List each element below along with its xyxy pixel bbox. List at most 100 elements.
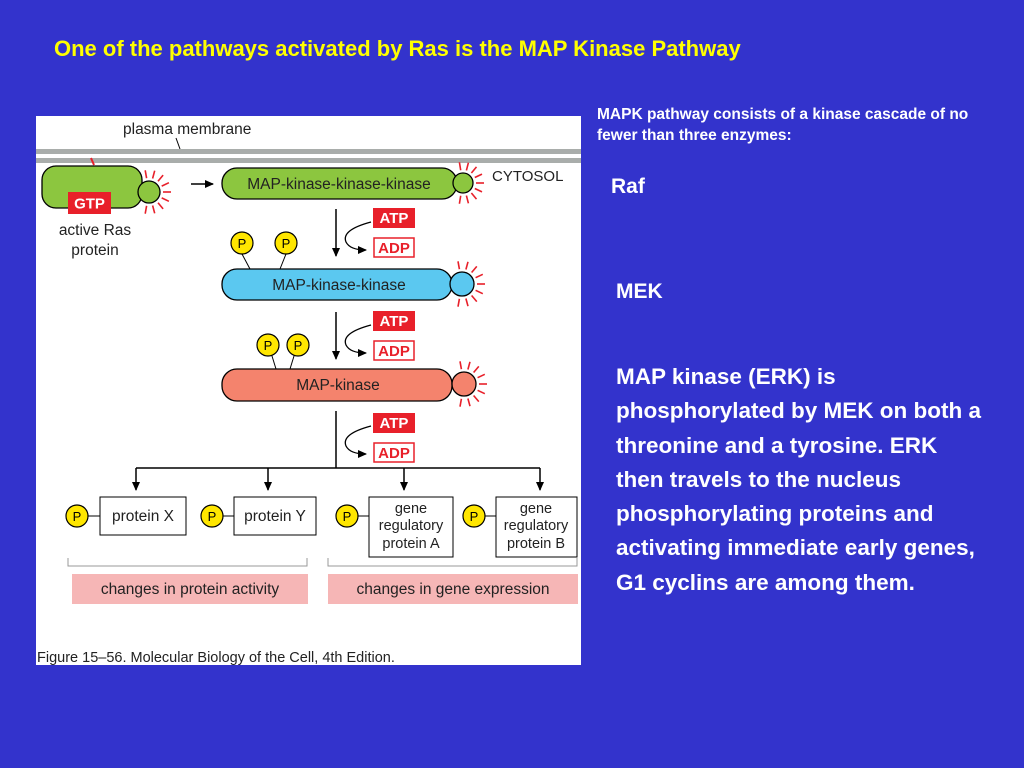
starburst-ray	[144, 205, 148, 214]
changes-expression-band	[328, 574, 578, 604]
gene-b-line1: gene	[520, 501, 552, 517]
atp-adp-arrow-3	[344, 425, 372, 458]
ras-protein	[41, 165, 161, 209]
starburst-ray	[465, 195, 470, 204]
starburst-ray	[465, 261, 469, 270]
phosphate-label: P	[264, 338, 273, 353]
atp-label-3: ATP	[380, 415, 409, 432]
membrane-layer-bottom	[36, 158, 581, 163]
phosphate-circle	[256, 333, 280, 357]
phosphate-label: P	[238, 236, 247, 251]
mapk-pathway-figure: plasma membrane GTP active Ras protein M…	[36, 116, 581, 665]
starburst-ray	[157, 202, 164, 210]
membrane-pointer	[175, 137, 181, 150]
mapkk-protein	[221, 268, 475, 301]
phosphate-link	[241, 253, 251, 270]
gene-b-line2: regulatory	[504, 518, 569, 534]
gene-a-line3: protein A	[382, 536, 440, 552]
phosphate-label: P	[282, 236, 291, 251]
gene-regulatory-b-box	[495, 496, 578, 558]
starburst-ray	[151, 170, 156, 179]
starburst-ray	[470, 166, 478, 174]
starburst-ray	[474, 173, 483, 179]
mapk-protein	[221, 368, 477, 402]
membrane-layer-top	[36, 149, 581, 154]
phosphate-label: P	[470, 509, 479, 524]
starburst-ray	[458, 195, 462, 204]
erk-description: MAP kinase (ERK) is phosphorylated by ME…	[616, 364, 981, 595]
mapk-pathway-diagram: plasma membrane GTP active Ras protein M…	[36, 121, 581, 665]
starburst-ray	[467, 398, 471, 407]
changes-activity-band	[72, 574, 308, 604]
atp-label-2: ATP	[380, 313, 409, 330]
mapk-starburst	[459, 361, 487, 407]
starburst-ray	[161, 197, 170, 203]
protein-y-box	[233, 496, 317, 536]
atp-box-3	[373, 413, 415, 433]
adp-box-1	[373, 237, 415, 258]
protein-activity-bracket	[67, 558, 308, 567]
starburst-ray	[470, 294, 478, 303]
ras-label-line1: active Ras	[59, 222, 132, 239]
changes-activity-label: changes in protein activity	[101, 581, 280, 598]
gene-a-line2: regulatory	[379, 518, 444, 534]
gene-expression-bracket	[327, 558, 578, 567]
atp-box-1	[373, 208, 415, 228]
starburst-ray	[457, 261, 461, 270]
phosphate-link	[271, 355, 277, 370]
starburst-ray	[465, 298, 469, 307]
membrane-label: plasma membrane	[123, 121, 251, 138]
phosphate-link	[289, 355, 295, 370]
mapkk-label: MAP-kinase-kinase	[272, 277, 406, 294]
starburst-ray	[475, 289, 484, 295]
starburst-ray	[459, 361, 463, 370]
starburst-ray	[144, 170, 148, 179]
atp-box-2	[373, 311, 415, 331]
starburst-ray	[465, 162, 470, 171]
atp-adp-arrow-1	[344, 221, 372, 254]
adp-label-2: ADP	[378, 343, 410, 360]
cytosol-label: CYTOSOL	[492, 168, 563, 185]
ras-label-line2: protein	[71, 242, 118, 259]
adp-label-1: ADP	[378, 240, 410, 257]
phosphate-label: P	[294, 338, 303, 353]
protein-y-label: protein Y	[244, 508, 306, 525]
starburst-ray	[157, 174, 164, 182]
phosphate-link	[279, 253, 287, 270]
mapkk-starburst	[457, 261, 485, 307]
raf-label: Raf	[611, 175, 645, 198]
mapkkk-protein	[221, 167, 474, 200]
starburst-ray	[161, 181, 170, 187]
phosphate-label: P	[208, 509, 217, 524]
slide-title: One of the pathways activated by Ras is …	[54, 36, 741, 61]
figure-caption: Figure 15–56. Molecular Biology of the C…	[37, 650, 395, 665]
ras-starburst	[144, 170, 171, 214]
mek-label: MEK	[616, 280, 663, 303]
starburst-ray	[472, 365, 480, 374]
gene-regulatory-a-box	[368, 496, 454, 558]
starburst-ray	[151, 205, 156, 214]
gene-b-line3: protein B	[507, 536, 565, 552]
starburst-ray	[475, 273, 484, 279]
ras-anchor	[90, 157, 95, 166]
starburst-ray	[474, 187, 483, 193]
starburst-ray	[457, 298, 461, 307]
pathway-intro-text: MAPK pathway consists of a kinase cascad…	[597, 106, 969, 144]
gtp-box	[68, 192, 111, 214]
starburst-ray	[467, 361, 471, 370]
phosphate-label: P	[73, 509, 82, 524]
starburst-ray	[477, 373, 486, 379]
starburst-ray	[472, 394, 480, 403]
adp-box-2	[373, 340, 415, 361]
atp-label-1: ATP	[380, 210, 409, 227]
starburst-ray	[458, 162, 462, 171]
mapkkk-label: MAP-kinase-kinase-kinase	[247, 176, 431, 193]
protein-x-box	[99, 496, 187, 536]
mapkkk-starburst	[458, 162, 484, 204]
changes-expression-label: changes in gene expression	[356, 581, 549, 598]
starburst-ray	[459, 398, 463, 407]
phosphate-label: P	[343, 509, 352, 524]
gene-a-line1: gene	[395, 501, 427, 517]
starburst-ray	[470, 265, 478, 274]
mapk-label: MAP-kinase	[296, 377, 380, 394]
